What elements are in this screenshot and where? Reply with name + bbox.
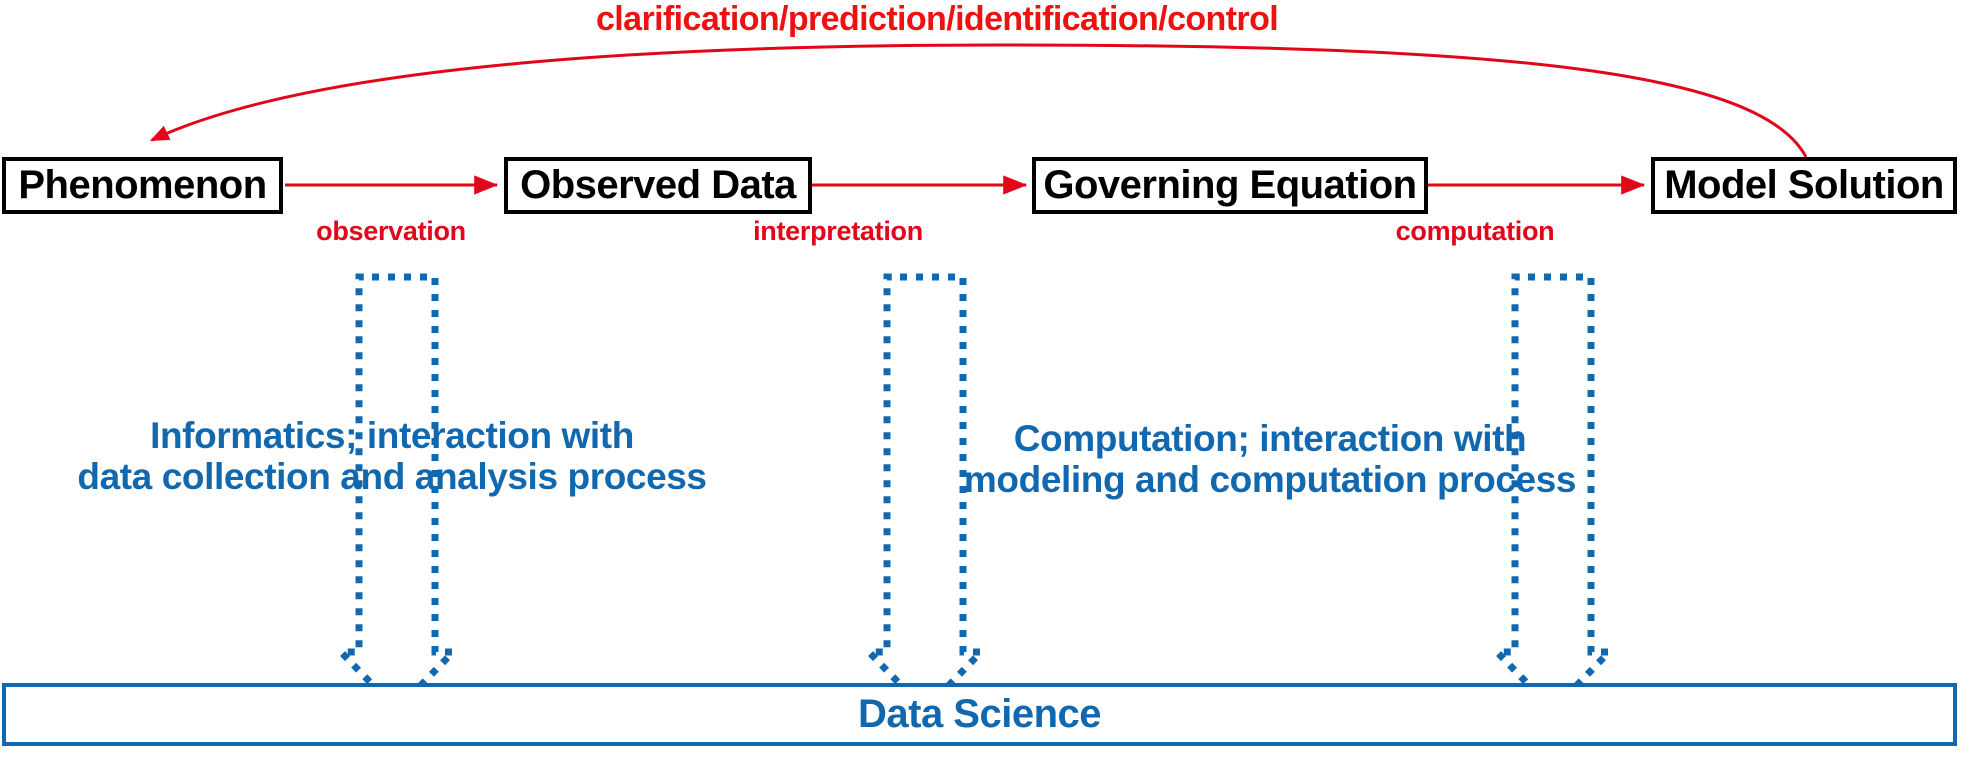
edge-label-observation: observation [316, 216, 466, 246]
feedback-arrow-curve [149, 43, 1808, 158]
edge-label-computation: computation [1395, 216, 1555, 246]
foundation-bar-data-science[interactable]: Data Science [2, 683, 1957, 746]
note-informatics: Informatics; interaction with data colle… [77, 415, 707, 498]
node-observed-data[interactable]: Observed Data [504, 157, 812, 214]
note-computation: Computation; interaction with modeling a… [963, 418, 1577, 501]
feedback-label: clarification/prediction/identification/… [596, 0, 1279, 38]
node-phenomenon[interactable]: Phenomenon [2, 157, 283, 214]
node-model-solution[interactable]: Model Solution [1651, 157, 1957, 214]
edge-label-interpretation: interpretation [753, 216, 923, 246]
node-governing-equation[interactable]: Governing Equation [1032, 157, 1428, 214]
